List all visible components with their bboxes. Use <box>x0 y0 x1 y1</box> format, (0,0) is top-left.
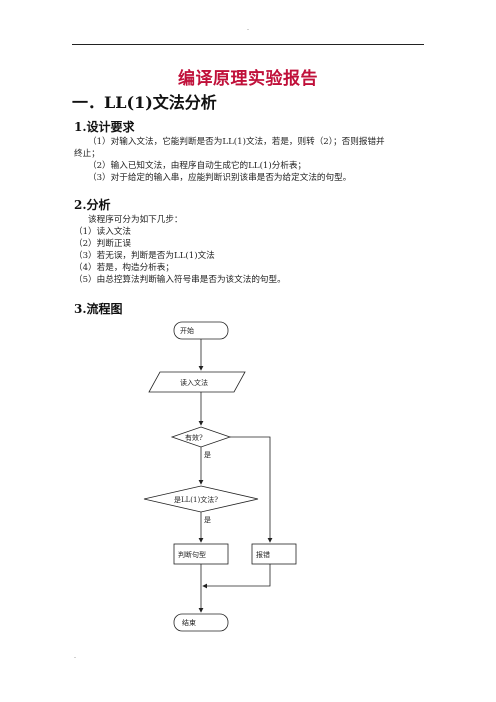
design-line: （2）输入已知文法，由程序自动生成它的LL(1)分析表； <box>88 161 307 171</box>
analysis-text: 该程序可分为如下几步： （1）读入文法 （2）判断正误 （3）若无误，判断是否为… <box>74 214 422 286</box>
analysis-step: （4）若是，构造分析表； <box>74 263 174 273</box>
document-title: 编译原理实验报告 <box>178 69 318 89</box>
end-label: 结束 <box>182 618 196 627</box>
heading-flowchart: 3.流程图 <box>74 302 123 316</box>
analysis-step: （3）若无误，判断是否为LL(1)文法 <box>74 251 215 261</box>
heading-analysis: 2.分析 <box>74 198 111 212</box>
start-label: 开始 <box>180 326 194 335</box>
yes-label-1: 是 <box>204 451 211 459</box>
analysis-step: （1）读入文法 <box>74 227 132 237</box>
analysis-intro: 该程序可分为如下几步： <box>88 215 183 225</box>
footer-mark: - <box>74 654 77 661</box>
read-grammar-node <box>148 371 246 393</box>
end-node <box>173 613 229 632</box>
design-requirements-text: （1）对输入文法，它能判断是否为LL(1)文法，若是，则转（2）；否则报错并 终… <box>74 136 422 184</box>
read-grammar-label: 读入文法 <box>180 378 208 387</box>
section-heading-ll1: 一．LL(1)文法分析 <box>72 93 217 112</box>
heading-design-requirements: 1.设计要求 <box>74 120 135 134</box>
analysis-step: （5）由总控算法判断输入符号串是否为该文法的句型。 <box>74 275 286 285</box>
report-error-label: 报错 <box>256 550 270 559</box>
valid-check-label: 有效? <box>185 433 203 442</box>
header-mark: - <box>246 26 250 33</box>
design-line: （1）对输入文法，它能判断是否为LL(1)文法，若是，则转（2）；否则报错并 <box>88 137 385 147</box>
flow-arrow-merge <box>202 564 271 589</box>
yes-label-2: 是 <box>204 516 211 524</box>
report-error-node <box>251 543 297 565</box>
header-rule <box>72 44 424 45</box>
design-line: （3）对于给定的输入串，应能判断识别该串是否为给定文法的句型。 <box>88 173 352 183</box>
judge-sentence-label: 判断句型 <box>178 550 206 559</box>
design-line: 终止； <box>74 149 100 159</box>
ll1-check-label: 是LL(1)文法? <box>174 495 218 504</box>
analysis-step: （2）判断正误 <box>74 239 132 249</box>
flow-arrow-no <box>230 436 273 543</box>
